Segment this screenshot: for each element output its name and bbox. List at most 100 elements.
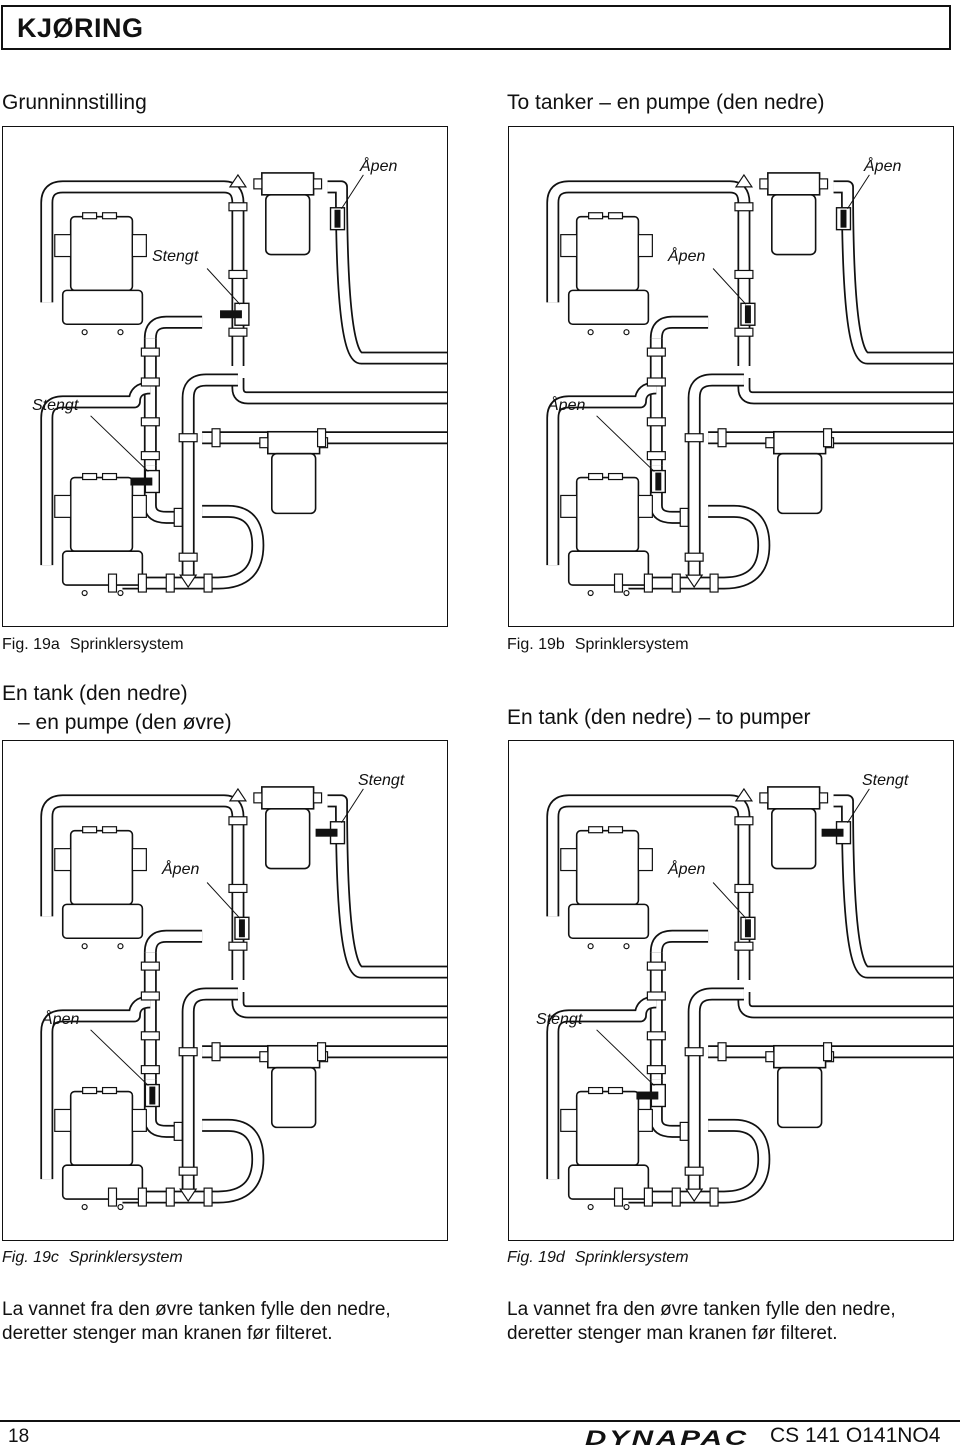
- pipe-fitting: [679, 1121, 689, 1141]
- caption-19c-label: Fig. 19c: [2, 1249, 59, 1266]
- leader-mid: [712, 882, 747, 919]
- top-valve: [835, 207, 852, 231]
- pipe-fitting: [140, 417, 160, 427]
- pipe-fitting: [684, 433, 704, 443]
- callout-19d-top: Stengt: [862, 772, 909, 789]
- figure-19d: [508, 740, 954, 1241]
- drain-arrow-icon: [685, 1188, 704, 1203]
- pipe-fitting: [228, 816, 248, 826]
- valve-handle-open: [744, 919, 751, 938]
- leader-top: [341, 174, 364, 210]
- upper-filter: [759, 172, 829, 256]
- pipe-fitting: [228, 269, 248, 280]
- pipe-fitting: [178, 552, 198, 562]
- pipe-fitting: [137, 1187, 147, 1207]
- pipe-fitting: [643, 573, 653, 593]
- callout-19d-mid: Åpen: [668, 861, 706, 878]
- body-right-line2: deretter stenger man kranen før filteret…: [507, 1323, 838, 1344]
- heading-one-tank-line1: En tank (den nedre): [2, 682, 188, 705]
- pipe-fitting: [316, 1042, 327, 1062]
- vent-arrow-icon: [734, 787, 754, 802]
- lower-pump: [560, 472, 653, 597]
- upper-pump: [54, 212, 147, 336]
- pipe-fitting: [646, 991, 666, 1001]
- pipe-fitting: [203, 573, 213, 593]
- sprinkler-diagram: [546, 786, 953, 1211]
- pipe-fitting: [140, 991, 160, 1001]
- pipe-fitting: [822, 1042, 833, 1062]
- lower-riser: [687, 987, 744, 1190]
- lower-pump: [560, 1086, 653, 1211]
- upper-pump: [560, 826, 653, 950]
- pipe-fitting: [734, 269, 754, 280]
- pipe-fitting: [228, 202, 248, 212]
- callout-19b-top: Åpen: [864, 158, 902, 175]
- pipe-fitting: [140, 451, 160, 461]
- pipe-fitting: [107, 573, 118, 593]
- pipe-fitting: [173, 1121, 183, 1141]
- valve-handle-open: [840, 209, 847, 228]
- footer-rule: [0, 1420, 960, 1422]
- pipe-fitting: [671, 573, 681, 593]
- leader-top: [341, 788, 364, 824]
- vent-arrow-icon: [734, 173, 754, 188]
- sprinkler-diagram: [546, 172, 953, 597]
- pump-motor: [567, 903, 650, 940]
- pipe-fitting: [178, 433, 198, 443]
- pump-motor: [567, 289, 650, 326]
- body-left-line2: deretter stenger man kranen før filteret…: [2, 1323, 333, 1344]
- leader-mid: [206, 882, 241, 919]
- pump-motor: [61, 550, 144, 586]
- valve-handle-open: [334, 209, 341, 228]
- caption-19a-label: Fig. 19a: [2, 636, 60, 653]
- pump-motor: [61, 1164, 144, 1200]
- body-text-left: La vannet fra den øvre tanken fylle den …: [2, 1298, 452, 1346]
- pipe-fitting: [646, 1031, 666, 1041]
- pipe-fitting: [646, 961, 666, 971]
- heading-one-tank-two-pumps: En tank (den nedre) – to pumper: [507, 706, 811, 729]
- drain-arrow-icon: [685, 574, 704, 589]
- heading-one-tank-one-pump: En tank (den nedre) – en pumpe (den øvre…: [2, 679, 232, 737]
- leader-low: [596, 415, 655, 472]
- pipe-fitting: [684, 552, 704, 562]
- callout-19d-low: Stengt: [536, 1011, 583, 1028]
- pipe-fitting: [165, 573, 175, 593]
- valve-handle-open: [744, 305, 751, 324]
- leader-top: [847, 174, 870, 210]
- pipe-fitting: [228, 941, 248, 951]
- valve-handle-open: [149, 1086, 156, 1105]
- top-valve: [329, 207, 346, 231]
- low-valve: [650, 469, 666, 494]
- body-text-right: La vannet fra den øvre tanken fylle den …: [507, 1298, 957, 1346]
- leader-mid: [712, 268, 747, 305]
- caption-19c-title: Sprinklersystem: [68, 1249, 183, 1266]
- pipe-fitting: [646, 1065, 666, 1075]
- upper-pump: [560, 212, 653, 336]
- diagram-group: [40, 172, 447, 597]
- pipe-fitting: [671, 1187, 681, 1207]
- callout-19a-mid: Stengt: [152, 248, 199, 265]
- drain-arrow-icon: [179, 574, 198, 589]
- page-title: KJØRING: [17, 13, 144, 43]
- mid-valve: [740, 302, 756, 326]
- lower-pump: [54, 472, 147, 597]
- pipe-fitting: [822, 428, 833, 448]
- page-number: 18: [8, 1426, 30, 1447]
- pipe-fitting: [140, 1065, 160, 1075]
- lower-filter: [765, 430, 835, 515]
- pipe-fitting: [211, 428, 221, 448]
- callout-19c-mid: Åpen: [162, 861, 200, 878]
- heading-one-tank-line2: – en pumpe (den øvre): [18, 711, 232, 734]
- low-valve: [636, 1083, 666, 1108]
- valve-handle-open: [655, 472, 662, 491]
- diagram-group: [546, 172, 953, 597]
- pipe-fitting: [137, 573, 147, 593]
- pipe-fitting: [178, 1047, 198, 1057]
- dynapac-logo: DYNAPAC: [585, 1428, 747, 1448]
- callout-19b-mid: Åpen: [668, 248, 706, 265]
- valve-handle-closed: [130, 477, 153, 486]
- pipe-fitting: [734, 327, 754, 337]
- mid-valve: [234, 916, 250, 940]
